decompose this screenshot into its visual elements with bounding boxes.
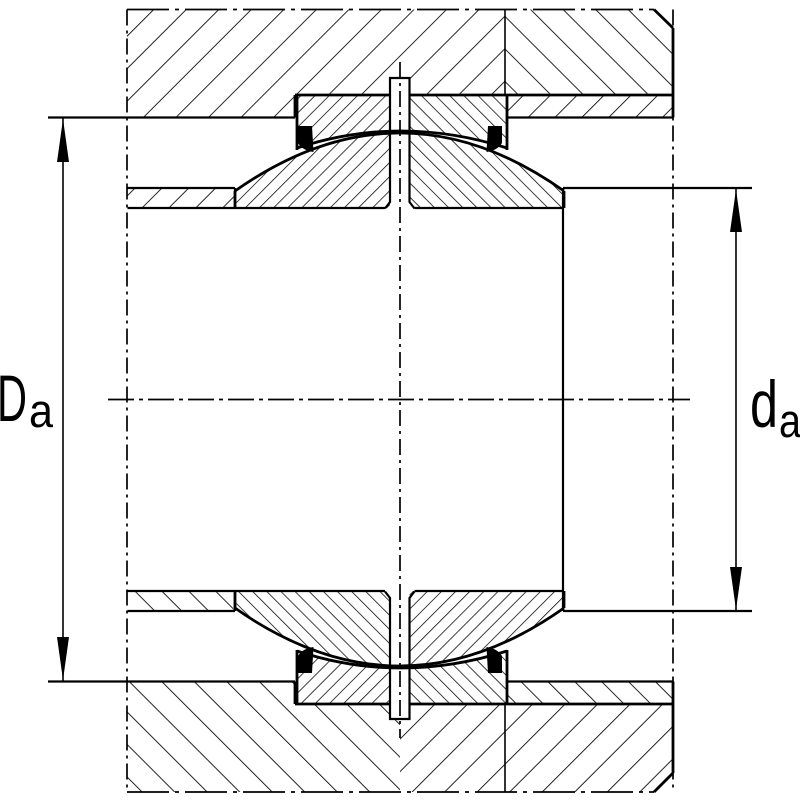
outer-ring-faces-lower [295,650,509,704]
lube-hole-upper [384,95,416,210]
outer-ring-upper-left [297,95,390,148]
da-arrow-up [730,189,742,232]
end-cap-section-lower [400,704,673,792]
dimension-da: d a [730,188,800,611]
inner-ring-lower-right [409,591,564,666]
collar-edges-upper [127,186,237,209]
chain-lines [108,8,690,793]
abutment-ring-upper [507,95,673,118]
lube-hole-lower [384,590,416,704]
inner-ring-upper-left [235,133,390,208]
seal-upper-left [298,126,314,152]
shaft-collar-lower [127,590,235,611]
outer-ring-upper-right [409,95,507,148]
inner-ring-upper-right [409,133,564,208]
da-label: d a [750,367,800,447]
seals [298,126,502,673]
seal-lower-left [298,647,314,673]
shaft-collar-upper [127,188,235,209]
outer-ring-lower-left [297,651,390,704]
outer-ring-lower-right [409,651,507,704]
secondary-edges [48,76,752,721]
seal-lower-right [486,647,502,673]
seal-upper-right [486,126,502,152]
Da-arrow-up [57,119,69,162]
housing-section-lower [127,681,400,792]
cap-chamfer-lower [653,772,674,793]
da-arrow-down [730,567,742,610]
cap-chamfer-upper [653,8,674,30]
collar-edges-lower [127,590,237,613]
dimension-Da: D a [0,117,69,682]
inner-ring-lower-left [235,591,390,666]
outer-ring-sphere-arc-lower [296,649,508,670]
Da-arrow-down [57,637,69,680]
Da-label: D a [0,361,54,437]
outer-ring-sphere-arc-upper [296,129,508,150]
abutment-ring-lower [507,681,673,704]
outer-ring-faces-upper [295,95,509,150]
lube-notch-lower [388,704,411,721]
end-cap-section-upper [505,9,673,95]
